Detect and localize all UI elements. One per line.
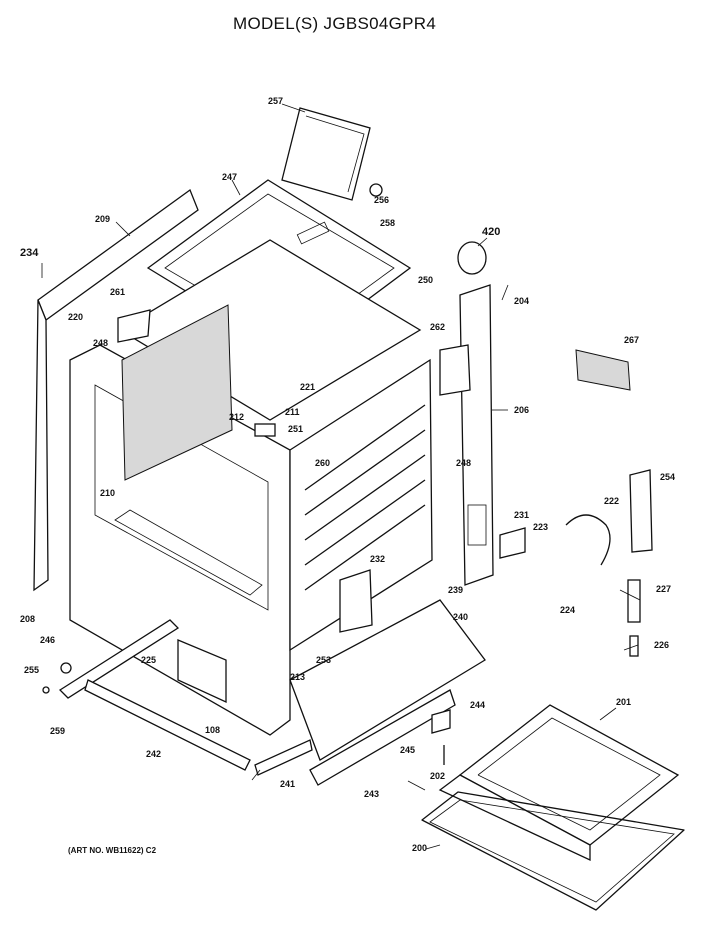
- part-label: 254: [660, 472, 675, 482]
- part-label: 227: [656, 584, 671, 594]
- clip-part: [254, 423, 276, 437]
- oven-body: [69, 239, 433, 736]
- part-label: 221: [300, 382, 315, 392]
- part-label: 247: [222, 172, 237, 182]
- part-label: 200: [412, 843, 427, 853]
- part-label: 250: [418, 275, 433, 285]
- part-label: 261: [110, 287, 125, 297]
- hinge-spring-coil: [627, 579, 641, 623]
- left-side-panel: [33, 188, 199, 592]
- part-label: 243: [364, 789, 379, 799]
- broiler-pan: [438, 704, 680, 862]
- part-label: 223: [533, 522, 548, 532]
- top-vent-plate: [281, 107, 371, 201]
- part-label: 202: [430, 771, 445, 781]
- part-label: 258: [380, 218, 395, 228]
- part-label: 240: [453, 612, 468, 622]
- part-label: 234: [20, 247, 39, 259]
- part-label: 248: [93, 338, 108, 348]
- part-label: 204: [514, 296, 529, 306]
- part-label: 226: [654, 640, 669, 650]
- screw: [42, 686, 50, 694]
- burner-cap-part: [457, 241, 487, 275]
- knob-part: [369, 183, 383, 197]
- part-label: 225: [141, 655, 156, 665]
- part-label: 244: [470, 700, 485, 710]
- part-label: 209: [95, 214, 110, 224]
- oven-bottom-frame: [58, 599, 486, 786]
- part-label: 253: [316, 655, 331, 665]
- door-hinge: [629, 469, 653, 553]
- part-label: 210: [100, 488, 115, 498]
- latch-bracket: [499, 527, 526, 559]
- bracket-part-right: [439, 344, 471, 396]
- insulation-block: [575, 349, 631, 391]
- part-label: 212: [229, 412, 244, 422]
- part-label: 222: [604, 496, 619, 506]
- spring-small: [629, 635, 639, 657]
- part-label: 267: [624, 335, 639, 345]
- right-side-panel: [459, 284, 494, 586]
- part-label: 420: [482, 226, 500, 238]
- part-label: 245: [400, 745, 415, 755]
- small-parts: [42, 183, 653, 765]
- hinge-spring: [565, 514, 611, 566]
- leveling-leg: [60, 662, 72, 674]
- part-label: 242: [146, 749, 161, 759]
- part-label: 208: [20, 614, 35, 624]
- part-label: 239: [448, 585, 463, 595]
- igniter-bracket: [339, 569, 373, 633]
- part-label: 211: [285, 407, 300, 417]
- part-label: 220: [68, 312, 83, 322]
- part-label: 262: [430, 322, 445, 332]
- part-label: 248: [456, 458, 471, 468]
- bracket-part: [117, 309, 151, 343]
- part-label: 251: [288, 424, 303, 434]
- part-labels: 257 247 256 258 209 420 234 250 204 261 …: [20, 96, 675, 853]
- part-label: 224: [560, 605, 575, 615]
- leader-lines: [41, 103, 641, 850]
- part-label: 213: [290, 672, 305, 682]
- part-label: 255: [24, 665, 39, 675]
- part-label: 108: [205, 725, 220, 735]
- part-label: 241: [280, 779, 295, 789]
- part-label: 206: [514, 405, 529, 415]
- model-title: MODEL(S) JGBS04GPR4: [233, 14, 437, 33]
- oven-rack: [421, 791, 685, 911]
- part-label: 257: [268, 96, 283, 106]
- art-number: (ART NO. WB11622) C2: [68, 846, 157, 855]
- part-label: 260: [315, 458, 330, 468]
- part-label: 232: [370, 554, 385, 564]
- part-label: 231: [514, 510, 529, 520]
- part-label: 256: [374, 195, 389, 205]
- part-label: 259: [50, 726, 65, 736]
- part-label: 246: [40, 635, 55, 645]
- clip-block: [431, 709, 451, 734]
- part-label: 201: [616, 697, 631, 707]
